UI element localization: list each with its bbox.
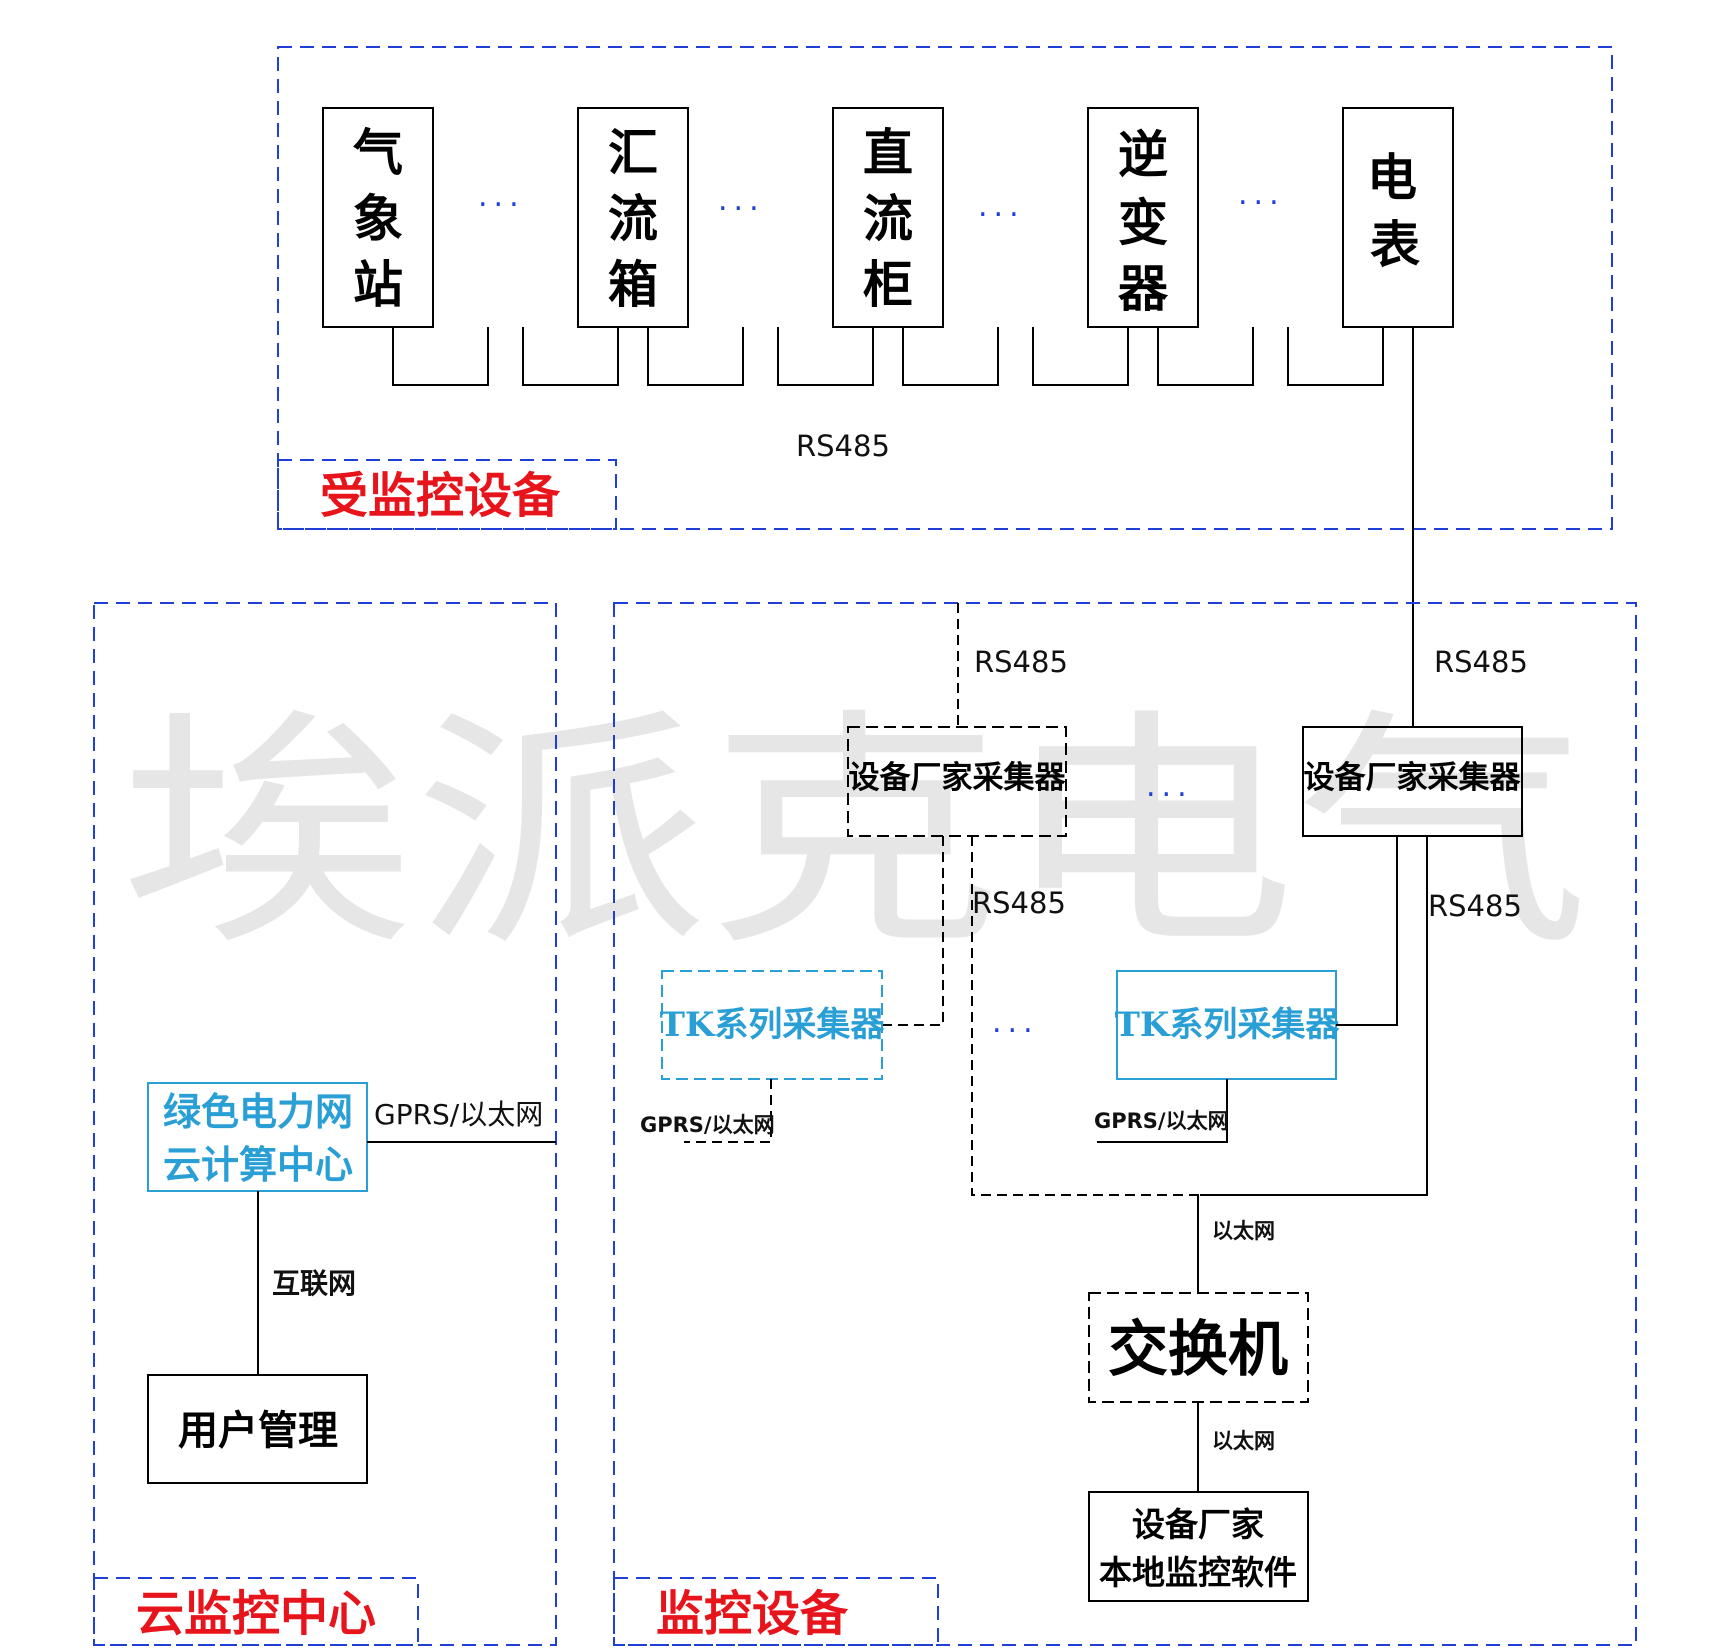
vendor-left-to-bus-line — [971, 836, 1200, 1196]
ellipsis: ... — [478, 179, 525, 214]
tk-collector-left-label: TK系列采集器 — [660, 1005, 886, 1045]
device-char: 表 — [1370, 215, 1420, 274]
vendor-collector-right-label: 设备厂家采集器 — [1304, 760, 1522, 796]
vendor-right-to-bus-line — [1200, 836, 1428, 1196]
tk-collector-right-label: TK系列采集器 — [1115, 1005, 1341, 1045]
region-label-cloud: 云监控中心 — [136, 1586, 376, 1642]
vendor-left-rs-bottom: RS485 — [972, 886, 1066, 920]
vendor-right-rs-top: RS485 — [1434, 645, 1528, 679]
device-char: 逆 — [1118, 125, 1168, 184]
user-management-box: 用户管理 — [147, 1374, 368, 1484]
user-management-label: 用户管理 — [178, 1407, 338, 1454]
device-char: 器 — [1118, 259, 1169, 318]
tk-right-link-line — [1097, 1079, 1228, 1143]
switch-link-top-label: 以太网 — [1212, 1219, 1275, 1243]
tk-left-link-label: GPRS/以太网 — [640, 1113, 775, 1137]
vendor-right-to-tk-line — [1336, 836, 1398, 1026]
ellipsis: ... — [978, 189, 1025, 224]
device-weather-station: 气 象 站 — [322, 107, 434, 328]
device-combiner-box: 汇 流 箱 — [577, 107, 689, 328]
vendor-collector-left-label: 设备厂家采集器 — [849, 760, 1067, 796]
device-meter: 电 表 — [1342, 107, 1454, 328]
local-monitoring-software: 设备厂家 本地监控软件 — [1088, 1491, 1309, 1602]
vendor-collector-right: 设备厂家采集器 — [1302, 726, 1523, 837]
switch-link-bottom-label: 以太网 — [1212, 1429, 1275, 1453]
tk-collector-right: TK系列采集器 — [1115, 970, 1341, 1080]
region-label-monitored: 受监控设备 — [320, 468, 561, 524]
region-label-monitoring: 监控设备 — [656, 1586, 849, 1642]
vendor-collector-left: 设备厂家采集器 — [847, 726, 1067, 837]
ellipsis: ... — [1238, 177, 1285, 212]
local-software-line2: 本地监控软件 — [1099, 1553, 1297, 1592]
device-char: 汇 — [608, 123, 658, 182]
cloud-link-label: GPRS/以太网 — [374, 1098, 543, 1131]
device-char: 直 — [863, 123, 913, 182]
ellipsis: ... — [718, 183, 765, 218]
local-software-line1: 设备厂家 — [1132, 1505, 1264, 1544]
device-char: 电 — [1367, 148, 1417, 207]
device-char: 流 — [608, 189, 658, 248]
region-monitored-devices: 受监控设备 — [277, 46, 1613, 530]
rs485-bus-wiring — [392, 327, 1384, 386]
device-inverter: 逆 变 器 — [1087, 107, 1199, 328]
ellipsis: ... — [1146, 769, 1193, 804]
internet-label: 互联网 — [272, 1267, 356, 1300]
cloud-computing-center: 绿色电力网 云计算中心 — [147, 1082, 368, 1192]
vendor-right-rs-bottom: RS485 — [1428, 889, 1522, 923]
bus-label-rs485: RS485 — [796, 429, 890, 463]
tk-left-link-line — [684, 1079, 772, 1143]
device-char: 箱 — [608, 255, 658, 314]
device-char: 气 — [353, 123, 403, 182]
cloud-center-line1: 绿色电力网 — [163, 1089, 353, 1134]
vendor-left-to-tk-line — [882, 836, 944, 1026]
cloud-center-line2: 云计算中心 — [163, 1142, 353, 1187]
ellipsis: ... — [992, 1005, 1039, 1040]
switch-label: 交换机 — [1108, 1315, 1288, 1385]
tk-collector-left: TK系列采集器 — [660, 970, 886, 1080]
region-cloud-center: 云监控中心 — [93, 602, 557, 1646]
device-char: 变 — [1118, 193, 1168, 252]
device-dc-cabinet: 直 流 柜 — [832, 107, 944, 328]
network-switch: 交换机 — [1088, 1292, 1309, 1403]
watermark: 埃派克电气 — [120, 688, 1590, 979]
device-char: 柜 — [863, 255, 913, 314]
vendor-left-rs-top: RS485 — [974, 645, 1068, 679]
device-char: 象 — [353, 189, 403, 248]
device-char: 站 — [353, 255, 403, 314]
region-monitoring-equipment: 监控设备 — [613, 602, 1637, 1646]
device-char: 流 — [863, 189, 913, 248]
tk-right-link-label: GPRS/以太网 — [1094, 1109, 1229, 1133]
